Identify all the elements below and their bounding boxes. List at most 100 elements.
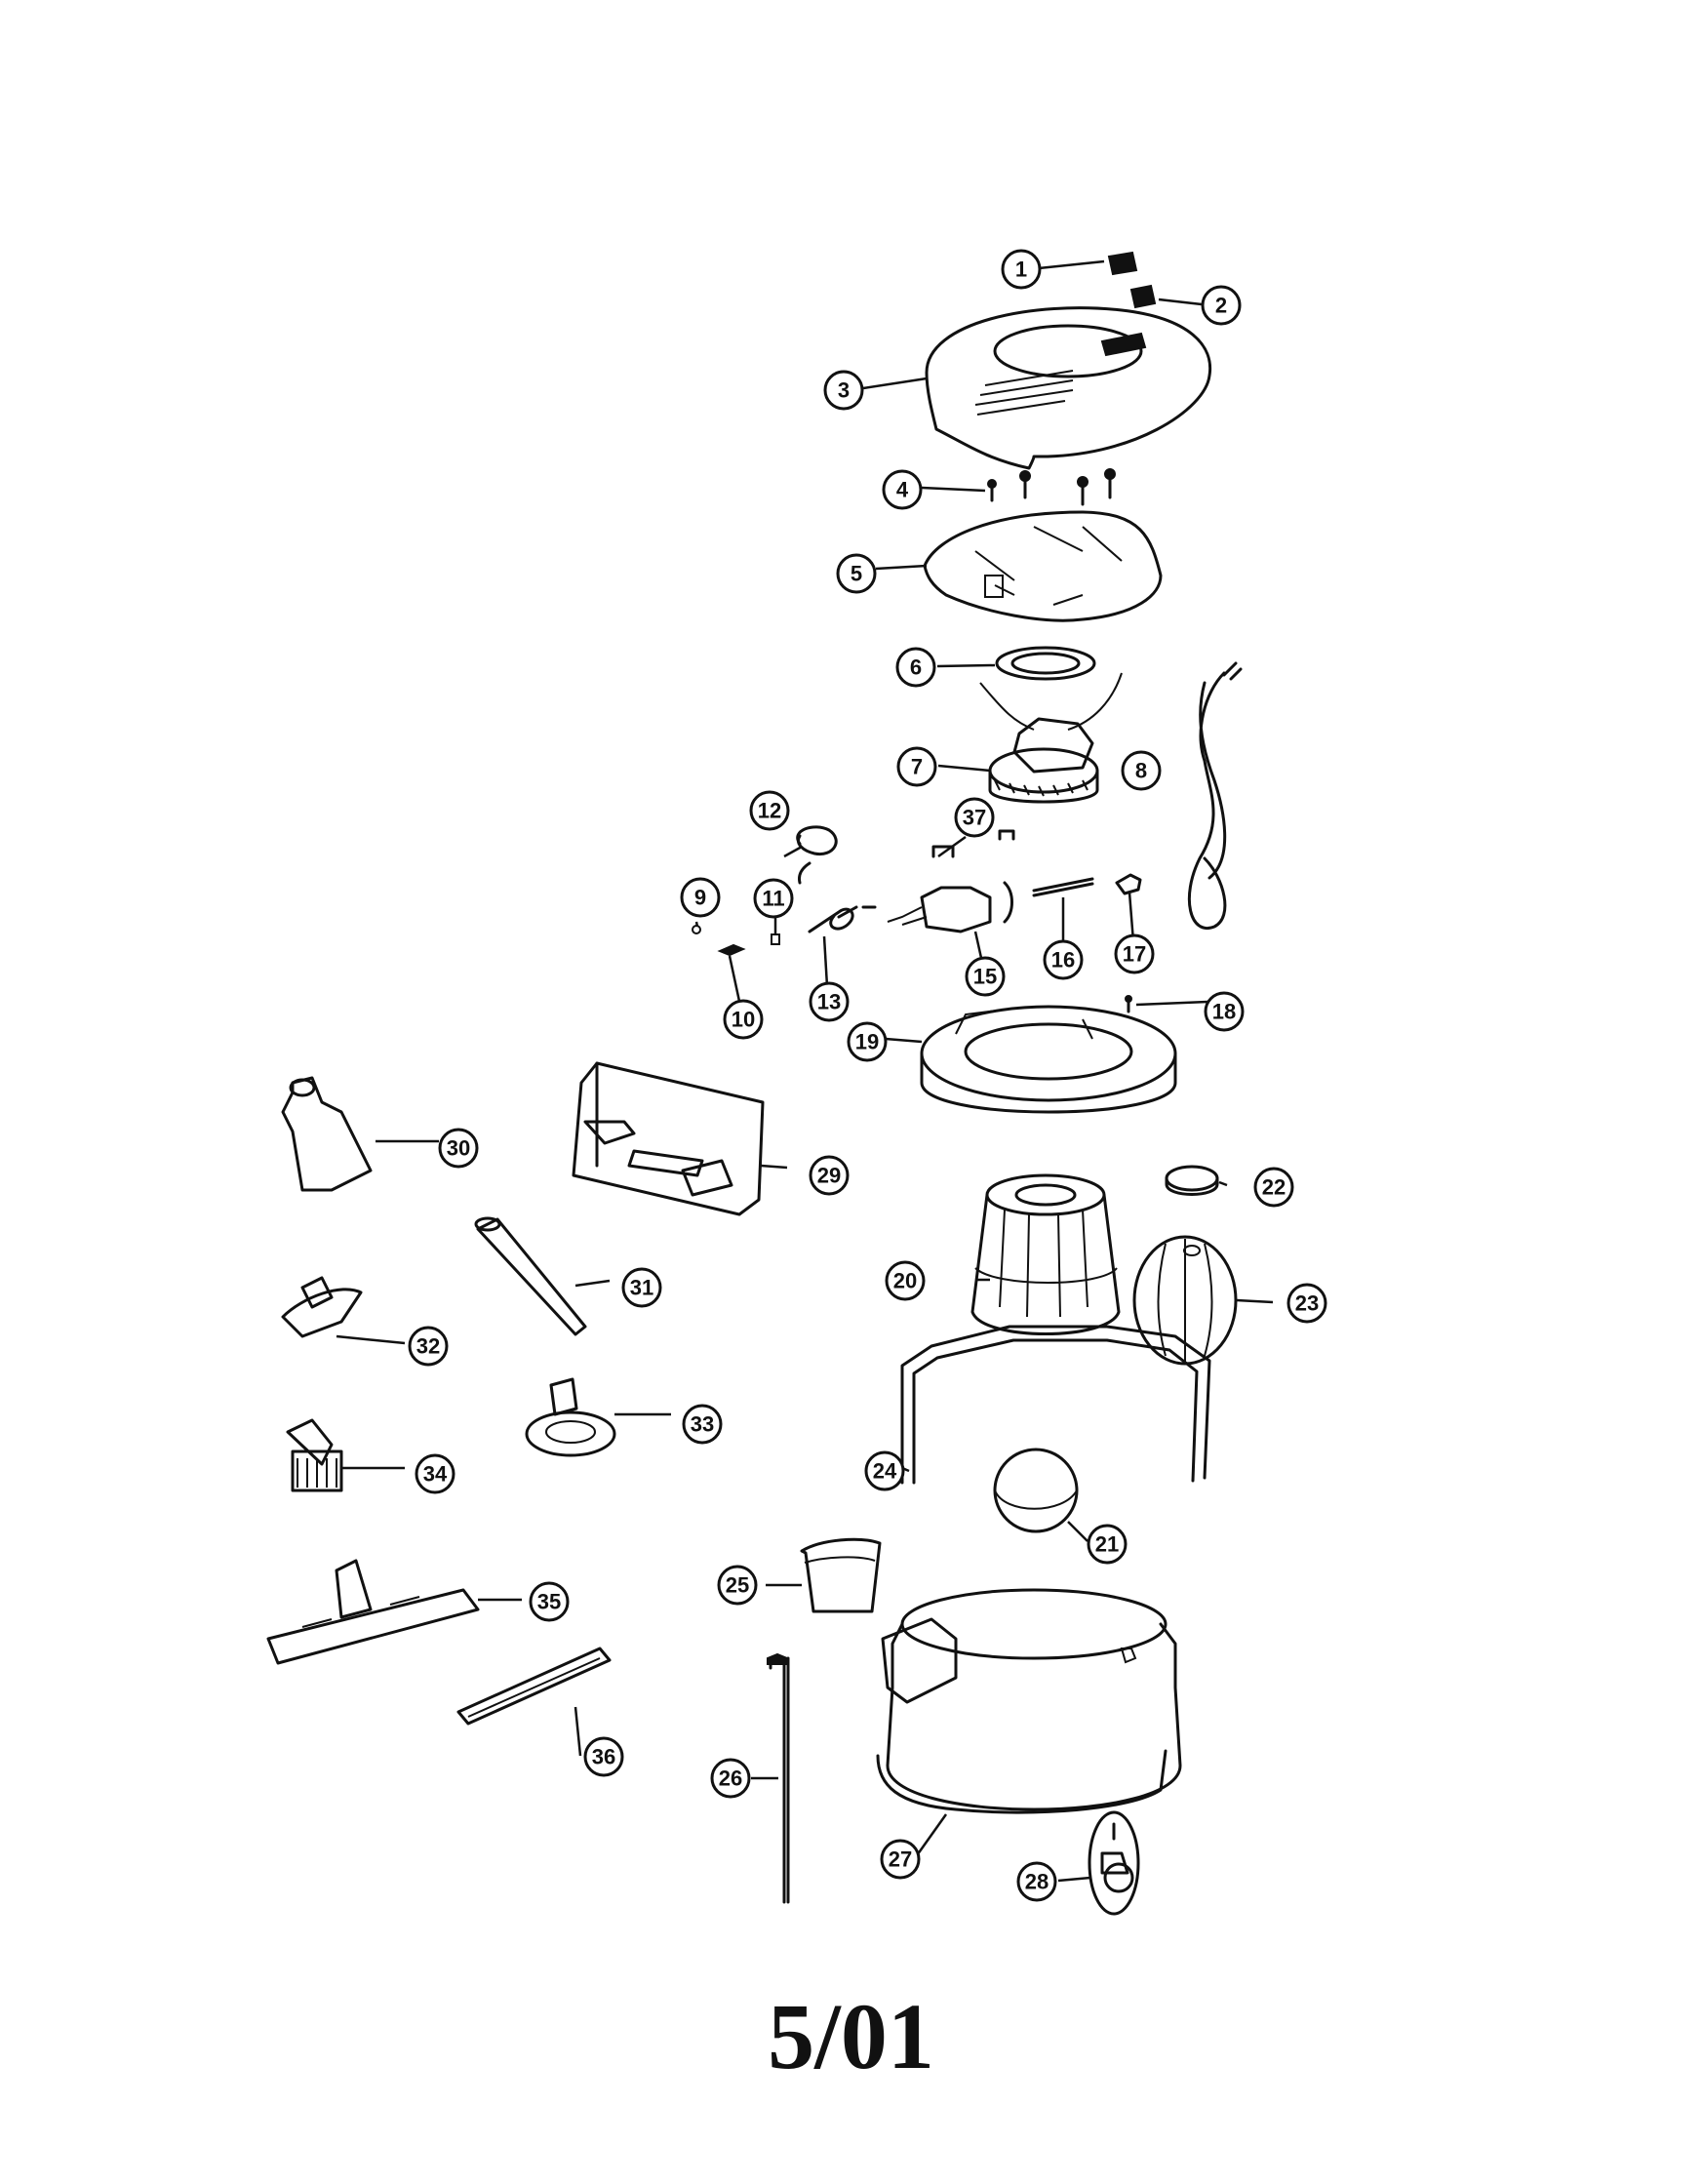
svg-text:30: 30 <box>447 1136 470 1161</box>
callout-13: 13 <box>809 981 850 1022</box>
svg-text:24: 24 <box>873 1459 897 1484</box>
callout-29: 29 <box>809 1155 850 1196</box>
callout-30: 30 <box>438 1128 479 1169</box>
part-37-bracket <box>931 829 1015 858</box>
part-35-floor-nozzle <box>266 1559 480 1665</box>
part-31-crevice-tool <box>474 1216 587 1336</box>
callout-35: 35 <box>529 1581 570 1622</box>
callout-26: 26 <box>710 1758 751 1799</box>
callout-2: 2 <box>1201 285 1242 326</box>
svg-text:19: 19 <box>855 1030 879 1054</box>
svg-text:20: 20 <box>893 1269 917 1293</box>
part-29-tool-caddy <box>572 1061 765 1216</box>
svg-text:26: 26 <box>719 1767 742 1791</box>
part-34-dusting-brush <box>286 1418 343 1492</box>
part-25-bracket <box>800 1537 882 1613</box>
svg-text:29: 29 <box>817 1164 841 1188</box>
part-11 <box>771 933 780 945</box>
part-7-motor <box>979 672 1123 804</box>
callout-15: 15 <box>965 956 1006 997</box>
callout-22: 22 <box>1253 1167 1294 1208</box>
callout-25: 25 <box>717 1565 758 1606</box>
svg-text:17: 17 <box>1123 942 1146 967</box>
callout-16: 16 <box>1043 939 1084 980</box>
svg-text:18: 18 <box>1212 1000 1236 1024</box>
svg-text:10: 10 <box>732 1008 755 1032</box>
leader-lines <box>336 259 1274 1883</box>
svg-text:37: 37 <box>963 806 986 830</box>
svg-text:25: 25 <box>726 1573 749 1598</box>
callout-5: 5 <box>836 553 877 594</box>
callout-10: 10 <box>723 999 764 1040</box>
callout-19: 19 <box>847 1021 888 1062</box>
callout-27: 27 <box>880 1839 921 1880</box>
callout-37: 37 <box>954 797 995 838</box>
callout-28: 28 <box>1016 1861 1057 1902</box>
svg-text:4: 4 <box>896 478 909 502</box>
callout-12: 12 <box>749 790 790 831</box>
svg-text:5: 5 <box>851 562 862 586</box>
svg-text:16: 16 <box>1051 948 1075 973</box>
part-18-screw <box>1125 995 1132 1013</box>
svg-text:6: 6 <box>910 655 922 680</box>
svg-text:27: 27 <box>889 1847 912 1872</box>
callout-33: 33 <box>682 1404 723 1445</box>
callout-17: 17 <box>1114 933 1155 974</box>
svg-text:32: 32 <box>416 1334 440 1359</box>
svg-text:12: 12 <box>758 799 781 823</box>
callout-20: 20 <box>885 1260 926 1301</box>
part-1-switch-cap <box>1107 251 1138 276</box>
svg-text:33: 33 <box>691 1412 714 1437</box>
callout-7: 7 <box>896 746 937 787</box>
part-12-cable-loop <box>796 825 838 885</box>
callout-8: 8 <box>1121 750 1162 791</box>
callout-31: 31 <box>621 1267 662 1308</box>
part-9 <box>692 925 701 934</box>
callout-3: 3 <box>823 370 864 411</box>
callout-9: 9 <box>680 877 721 918</box>
svg-text:11: 11 <box>762 887 784 911</box>
part-15-switch-assembly <box>887 881 1013 933</box>
part-4-screws <box>987 468 1116 506</box>
svg-text:1: 1 <box>1015 258 1027 282</box>
part-24-handle <box>900 1325 1211 1485</box>
part-22-disc <box>1165 1165 1219 1196</box>
part-26-drain-rod <box>767 1652 790 1904</box>
callout-23: 23 <box>1286 1283 1327 1324</box>
part-20-filter-cage <box>970 1173 1121 1335</box>
svg-text:8: 8 <box>1135 759 1147 783</box>
part-21-float-ball <box>993 1448 1079 1533</box>
part-30-nozzle <box>281 1076 373 1192</box>
callout-1: 1 <box>1001 249 1042 290</box>
part-13-spring <box>808 905 877 933</box>
revision-date: 5/01 <box>768 1984 934 2088</box>
svg-text:2: 2 <box>1215 294 1227 318</box>
svg-text:23: 23 <box>1295 1291 1319 1316</box>
part-19-filter-cage-lid <box>920 1005 1177 1114</box>
svg-text:22: 22 <box>1262 1175 1286 1200</box>
svg-text:35: 35 <box>537 1590 561 1614</box>
svg-text:13: 13 <box>817 990 841 1014</box>
callout-36: 36 <box>583 1736 624 1777</box>
part-27-tank <box>876 1588 1182 1814</box>
callout-34: 34 <box>415 1453 455 1494</box>
svg-text:15: 15 <box>973 965 997 989</box>
callout-24: 24 <box>864 1450 905 1491</box>
callout-18: 18 <box>1204 991 1245 1032</box>
svg-text:36: 36 <box>592 1745 615 1769</box>
callout-32: 32 <box>408 1326 449 1367</box>
part-6-gasket <box>995 646 1096 681</box>
parts-diagram: 1 2 3 4 5 6 7 8 9 10 11 12 13 15 16 17 1… <box>266 249 1327 1916</box>
part-3-motor-cover <box>925 306 1212 470</box>
part-16-rod <box>1032 877 1094 897</box>
callout-21: 21 <box>1087 1524 1128 1565</box>
part-10-clip <box>717 943 746 957</box>
part-36-squeegee <box>456 1647 612 1726</box>
part-2-switch <box>1129 284 1157 309</box>
svg-text:21: 21 <box>1095 1532 1119 1557</box>
part-28-caster <box>1088 1810 1140 1916</box>
part-33-round-brush <box>525 1377 616 1457</box>
svg-text:31: 31 <box>630 1276 653 1300</box>
part-32-upholstery-tool <box>281 1276 363 1338</box>
callout-11: 11 <box>753 878 794 919</box>
